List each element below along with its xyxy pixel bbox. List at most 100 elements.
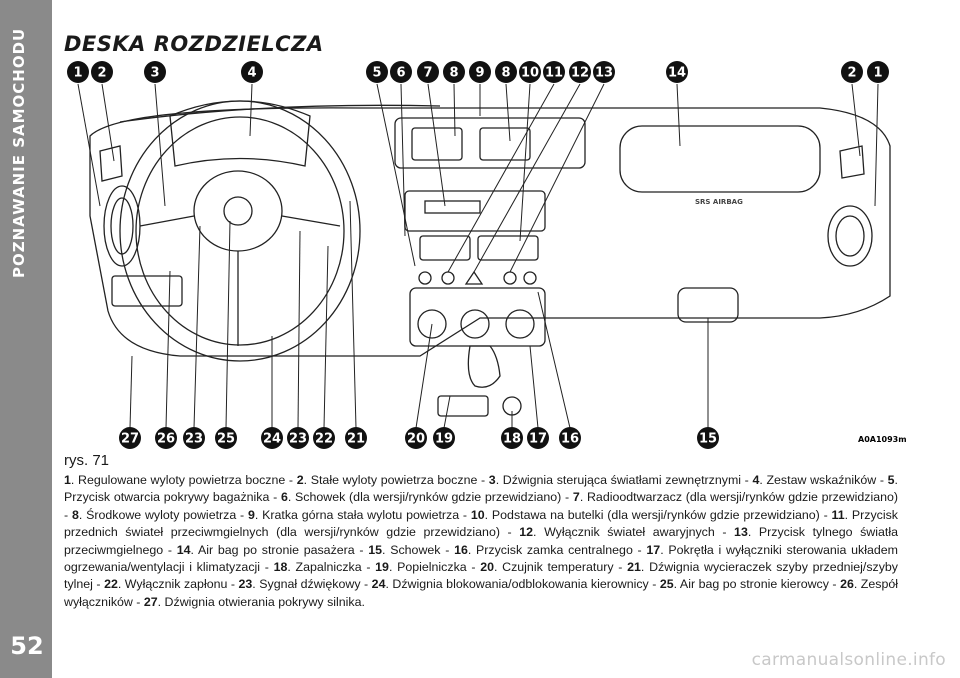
top-callout-marker bbox=[241, 61, 263, 83]
caption-item-number: 22 bbox=[104, 577, 118, 592]
caption-item-number: 23 bbox=[238, 577, 253, 592]
top-callout-number: 1 bbox=[873, 66, 882, 81]
caption-item-text: . Sygnał dźwiękowy - bbox=[252, 577, 372, 592]
page-title: DESKA ROZDZIELCZA bbox=[64, 32, 324, 56]
top-callout-marker bbox=[495, 61, 517, 83]
caption-item-text: . Air bag po stronie pasażera - bbox=[190, 542, 369, 557]
top-callout-number: 9 bbox=[475, 66, 484, 81]
bottom-callout-number: 27 bbox=[121, 432, 139, 447]
watermark: carmanualsonline.info bbox=[751, 650, 946, 670]
top-callout-number: 14 bbox=[668, 66, 686, 81]
caption-item-number: 2 bbox=[296, 473, 304, 487]
caption-item-number: 14 bbox=[176, 542, 191, 557]
caption-item-number: 11 bbox=[831, 507, 845, 522]
caption-item-number: 10 bbox=[470, 507, 485, 522]
caption-item-text: . Wyłącznik zapłonu - bbox=[117, 577, 239, 592]
top-callout-number: 12 bbox=[571, 66, 589, 81]
caption-item-text: . Przycisk otwarcia pokrywy bagażnika - bbox=[64, 473, 898, 505]
bottom-callout-number: 23 bbox=[185, 432, 203, 447]
caption-item-text: . Zapalniczka - bbox=[287, 560, 376, 575]
caption-item-text: . Radioodtwarzacz (dla wersji/rynków gdz… bbox=[64, 490, 899, 522]
caption-item-text: . Dźwignia sterująca światłami zewnętrzn… bbox=[495, 473, 753, 487]
top-callout-marker bbox=[519, 61, 541, 83]
top-callout-marker bbox=[390, 61, 412, 83]
top-callout-number: 1 bbox=[73, 66, 82, 81]
section-title: POZNAWANIE SAMOCHODU bbox=[10, 28, 28, 279]
caption-item-text: . Środkowe wyloty powietrza - bbox=[78, 507, 248, 522]
top-callout-number: 8 bbox=[449, 66, 458, 81]
top-callout-number: 8 bbox=[501, 66, 510, 81]
caption-item-number: 8 bbox=[71, 507, 79, 522]
caption-item-text: . Czujnik temperatury - bbox=[494, 560, 628, 575]
caption-item-text: . Wyłącznik świateł awaryjnych - bbox=[533, 525, 735, 540]
caption-item-text: . Przycisk przednich świateł przeciwmgie… bbox=[64, 507, 898, 540]
caption-item-text: . Schowek - bbox=[382, 542, 455, 557]
bottom-callout-number: 21 bbox=[347, 432, 365, 447]
top-callout-number: 11 bbox=[545, 66, 563, 81]
top-callout-marker bbox=[443, 61, 465, 83]
caption-item-text: . Zestaw wskaźników - bbox=[759, 473, 888, 487]
top-callout-number: 10 bbox=[521, 66, 539, 81]
caption-item-text: . Zespół wyłączników - bbox=[64, 577, 898, 609]
top-callout-marker bbox=[366, 61, 388, 83]
caption-item-text: . Schowek (dla wersji/rynków gdzie przew… bbox=[287, 490, 573, 505]
caption-item-text: . Dźwignia otwierania pokrywy silnika. bbox=[157, 594, 365, 609]
caption-item-number: 9 bbox=[247, 507, 255, 522]
bottom-callout-number: 20 bbox=[407, 432, 425, 447]
bottom-callout-marker bbox=[405, 427, 427, 449]
caption-item-text: . Kratka górna stała wylotu powietrza - bbox=[254, 507, 471, 522]
caption-item-number: 15 bbox=[368, 542, 383, 557]
caption-item-number: 1 bbox=[64, 473, 71, 487]
top-callout-number: 13 bbox=[595, 66, 613, 81]
caption-item-text: . Podstawa na butelki (dla wersji/rynków… bbox=[484, 507, 832, 522]
figure-label: rys. 71 bbox=[64, 452, 110, 469]
bottom-callout-number: 26 bbox=[157, 432, 175, 447]
bottom-callout-marker bbox=[155, 427, 177, 449]
caption-item-number: 26 bbox=[840, 577, 854, 592]
figure-code: A0A1093m bbox=[858, 435, 907, 444]
bottom-callout-marker bbox=[433, 427, 455, 449]
top-callout-marker bbox=[144, 61, 166, 83]
bottom-callout-number: 17 bbox=[529, 432, 547, 447]
caption-item-text: . Regulowane wyloty powietrza boczne - bbox=[70, 473, 297, 487]
bottom-callout-number: 18 bbox=[503, 432, 521, 447]
caption-item-number: 27 bbox=[143, 594, 158, 609]
caption-item-number: 24 bbox=[371, 577, 386, 592]
bottom-callout-number: 24 bbox=[263, 432, 281, 447]
top-callout-marker bbox=[417, 61, 439, 83]
top-callout-number: 7 bbox=[423, 66, 432, 81]
caption-item-text: . Dźwignia wycieraczek szyby przedniej/s… bbox=[64, 560, 898, 592]
caption-item-number: 7 bbox=[572, 490, 580, 505]
bottom-callout-number: 25 bbox=[217, 432, 235, 447]
top-callout-marker bbox=[867, 61, 889, 83]
bottom-callout-marker bbox=[313, 427, 335, 449]
top-callout-marker bbox=[841, 61, 863, 83]
caption-item-text: . Stałe wyloty powietrza boczne - bbox=[303, 473, 489, 487]
top-callout-marker bbox=[569, 61, 591, 83]
figure-caption: 1. Regulowane wyloty powietrza boczne - … bbox=[64, 472, 898, 611]
bottom-callout-number: 16 bbox=[561, 432, 579, 447]
caption-item-number: 3 bbox=[488, 473, 496, 487]
top-callout-marker bbox=[666, 61, 688, 83]
caption-item-number: 16 bbox=[454, 542, 468, 557]
caption-item-number: 21 bbox=[627, 560, 641, 575]
top-callout-number: 2 bbox=[847, 66, 856, 81]
top-callout-marker bbox=[543, 61, 565, 83]
page-number: 52 bbox=[10, 632, 44, 660]
caption-item-number: 13 bbox=[734, 525, 748, 540]
caption-item-number: 25 bbox=[659, 577, 674, 592]
caption-item-text: . Przycisk tylnego światła przeciwmgieln… bbox=[64, 525, 898, 557]
caption-item-number: 19 bbox=[375, 560, 389, 575]
bottom-callout-marker bbox=[559, 427, 581, 449]
bottom-callout-marker bbox=[345, 427, 367, 449]
bottom-callout-marker bbox=[697, 427, 719, 449]
caption-item-text: . Pokrętła i wyłączniki sterowania układ… bbox=[64, 542, 898, 575]
caption-item-number: 6 bbox=[280, 490, 288, 505]
caption-item-number: 5 bbox=[887, 473, 895, 487]
bottom-callout-marker bbox=[215, 427, 237, 449]
caption-item-number: 20 bbox=[480, 560, 494, 575]
bottom-callout-marker bbox=[501, 427, 523, 449]
bottom-callout-marker bbox=[527, 427, 549, 449]
top-callout-number: 4 bbox=[247, 66, 256, 81]
